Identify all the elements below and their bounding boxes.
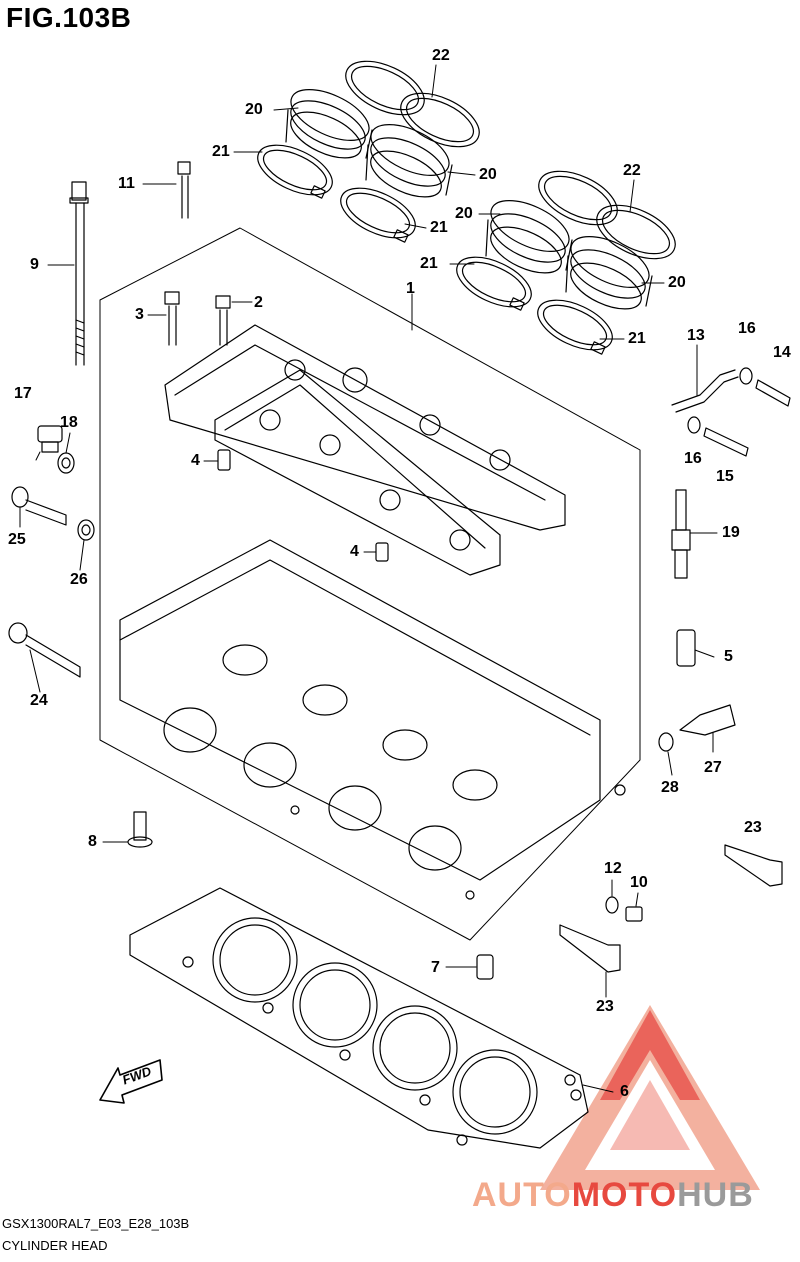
assembly-boundary (99, 227, 641, 941)
callout-9: 9 (30, 256, 39, 273)
callout-23: 23 (744, 819, 762, 836)
callout-6: 6 (620, 1083, 629, 1100)
callout-16: 16 (738, 320, 756, 337)
intake-boots-group (257, 60, 676, 355)
callout-13: 13 (687, 327, 705, 344)
callout-14: 14 (773, 344, 791, 361)
callout-20: 20 (245, 101, 263, 118)
callout-17: 17 (14, 385, 32, 402)
diagram-caption: CYLINDER HEAD (2, 1238, 108, 1253)
callout-22: 22 (432, 47, 450, 64)
callout-12: 12 (604, 860, 622, 877)
callout-21: 21 (430, 219, 448, 236)
callout-25: 25 (8, 531, 26, 548)
bolts-left-group (8, 161, 494, 980)
watermark-brand: AUTOMOTOHUB (472, 1176, 754, 1215)
camshaft-holder-group (164, 324, 566, 576)
callout-28: 28 (661, 779, 679, 796)
callout-26: 26 (70, 571, 88, 588)
watermark-part2: MOTO (571, 1176, 678, 1214)
callout-1: 1 (406, 280, 415, 297)
callout-21: 21 (212, 143, 230, 160)
callout-2: 2 (254, 294, 263, 311)
right-parts-group (559, 367, 791, 973)
watermark-logo (540, 1005, 760, 1190)
callout-15: 15 (716, 468, 734, 485)
diagram-code: GSX1300RAL7_E03_E28_103B (2, 1216, 190, 1231)
leader-lines (19, 64, 718, 1093)
callout-20: 20 (455, 205, 473, 222)
callout-3: 3 (135, 306, 144, 323)
callout-16: 16 (684, 450, 702, 467)
callout-4: 4 (350, 543, 359, 560)
watermark-part1: AUTO (472, 1176, 572, 1214)
callout-18: 18 (60, 414, 78, 431)
callout-20: 20 (479, 166, 497, 183)
cylinder-head-body (119, 539, 626, 900)
callout-8: 8 (88, 833, 97, 850)
callout-11: 11 (118, 175, 135, 192)
callout-21: 21 (628, 330, 646, 347)
callout-5: 5 (724, 648, 733, 665)
callout-23: 23 (596, 998, 614, 1015)
callout-4: 4 (191, 452, 200, 469)
callout-7: 7 (431, 959, 440, 976)
watermark-part3: HUB (677, 1176, 754, 1214)
callout-27: 27 (704, 759, 722, 776)
callout-19: 19 (722, 524, 740, 541)
callout-22: 22 (623, 162, 641, 179)
callout-20: 20 (668, 274, 686, 291)
callout-24: 24 (30, 692, 48, 709)
callout-10: 10 (630, 874, 648, 891)
figure-title: FIG.103B (6, 2, 132, 33)
callout-21: 21 (420, 255, 438, 272)
fwd-arrow (99, 1059, 163, 1104)
head-gasket (129, 887, 589, 1149)
